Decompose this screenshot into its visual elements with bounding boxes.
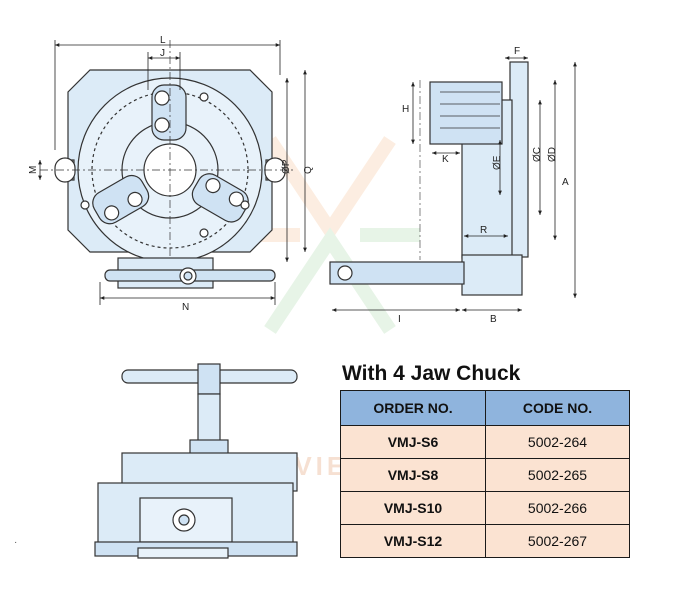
side-view [329,61,529,296]
order-cell: VMJ-S6 [340,425,486,459]
chuck-table-title: With 4 Jaw Chuck [342,362,521,385]
table-header-row: ORDER NO. CODE NO. [340,390,630,426]
order-cell: VMJ-S12 [340,524,486,558]
dim-B: B [490,314,497,325]
stray-dot: · [14,537,17,548]
dim-D: ØD [547,147,558,162]
table-row: VMJ-S6 5002-264 [340,425,630,459]
dim-K: K [442,154,449,165]
order-cell: VMJ-S8 [340,458,486,492]
front-dimensions [38,40,307,305]
table-row: VMJ-S10 5002-266 [340,491,630,525]
jaw-top [151,84,187,141]
dim-P: ØP [281,159,292,174]
code-cell: 5002-264 [485,425,630,459]
side-plate [509,61,529,258]
front-view [40,40,295,289]
dim-E: ØE [492,155,503,170]
dim-Q: Q [303,166,314,174]
code-cell: 5002-265 [485,458,630,492]
side-dimensions [332,56,577,312]
order-cell: VMJ-S10 [340,491,486,525]
dim-L: L [160,35,166,46]
code-cell: 5002-267 [485,524,630,558]
jaw-right [92,174,150,225]
table-row: VMJ-S8 5002-265 [340,458,630,492]
dim-M: M [28,166,39,174]
dim-J: J [160,48,165,59]
dim-A: A [562,177,569,188]
dim-F: F [514,46,520,57]
four-jaw-view [94,363,298,559]
dim-R: R [480,225,487,236]
header-order-no: ORDER NO. [340,390,486,426]
header-code-no: CODE NO. [485,390,630,426]
dim-C: ØC [532,147,543,162]
order-table: ORDER NO. CODE NO. VMJ-S6 5002-264 VMJ-S… [340,390,630,558]
dim-N: N [182,302,189,313]
table-row: VMJ-S12 5002-267 [340,524,630,558]
dim-I: I [398,314,401,325]
dim-H: H [402,104,409,115]
code-cell: 5002-266 [485,491,630,525]
